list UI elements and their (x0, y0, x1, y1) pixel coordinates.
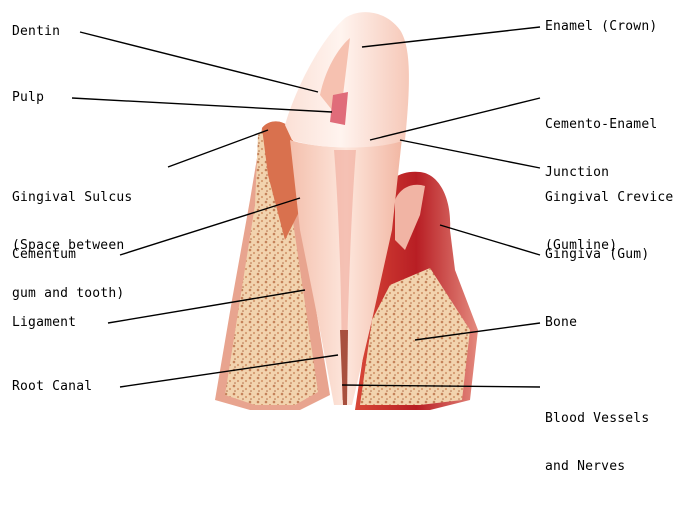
label-blood-vessels-line1: Blood Vessels (545, 411, 649, 427)
label-ligament: Ligament (12, 315, 76, 331)
tooth-crown (285, 12, 409, 147)
label-gingival-crevice: Gingival Crevice (Gumline) (545, 158, 673, 286)
label-bone: Bone (545, 315, 577, 331)
label-gingival-crevice-line1: Gingival Crevice (545, 190, 673, 206)
label-gingival-sulcus: Gingival Sulcus (Space between gum and t… (12, 158, 132, 334)
label-gingival-sulcus-line1: Gingival Sulcus (12, 190, 132, 206)
label-pulp: Pulp (12, 90, 44, 106)
tooth-anatomy-diagram: Dentin Pulp Gingival Sulcus (Space betwe… (0, 0, 696, 418)
label-blood-vessels: Blood Vessels and Nerves (545, 379, 649, 507)
label-gingival-sulcus-line3: gum and tooth) (12, 286, 132, 302)
leader-gingival-sulcus (168, 130, 268, 167)
label-root-canal: Root Canal (12, 379, 92, 395)
leader-gingiva (440, 225, 540, 255)
label-dentin: Dentin (12, 24, 60, 40)
label-cementum: Cementum (12, 247, 76, 263)
leader-dentin (80, 32, 318, 92)
label-enamel: Enamel (Crown) (545, 19, 657, 35)
label-blood-vessels-line2: and Nerves (545, 459, 649, 475)
leader-gingival-crevice (400, 140, 540, 168)
label-cemento-enamel-line1: Cemento-Enamel (545, 117, 657, 133)
label-gingiva: Gingiva (Gum) (545, 247, 649, 263)
